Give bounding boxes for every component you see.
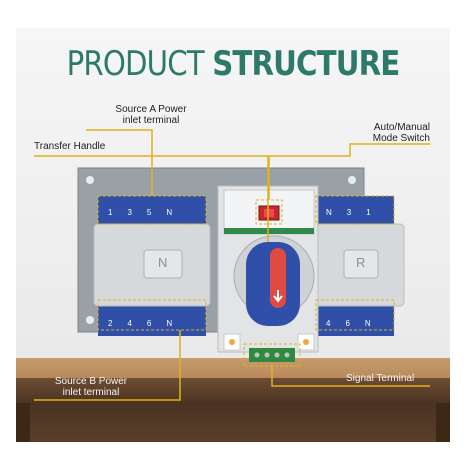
table-leg-right	[436, 403, 450, 442]
page-title: PRODUCT STRUCTURE	[46, 44, 419, 84]
top-right-terminals: N31	[326, 208, 386, 217]
device-illustration	[34, 129, 430, 401]
label-auto-manual: Auto/Manual Mode Switch	[372, 122, 430, 144]
leader-source-b	[34, 330, 181, 401]
product-card: PRODUCT STRUCTURE	[16, 28, 450, 442]
highlight-source-b	[97, 299, 207, 331]
table-front	[16, 378, 450, 442]
controller-green-strip	[224, 228, 314, 234]
right-cover-badge	[343, 249, 379, 279]
highlight-source-a-right	[315, 195, 395, 225]
terminal-screw-icon	[264, 352, 270, 358]
label-source-b: Source B Power inlet terminal	[54, 376, 128, 398]
indicator-lamp-icon	[229, 339, 235, 345]
label-signal-terminal: Signal Terminal	[346, 373, 415, 384]
bottom-left-terminals: 246N	[108, 319, 188, 328]
highlight-source-a	[97, 195, 207, 225]
left-cover-letter: N	[158, 255, 168, 270]
leader-source-a	[86, 129, 153, 196]
bottom-right-terminals: 46N	[326, 319, 386, 328]
right-cover-letter: R	[356, 255, 366, 270]
label-source-a: Source A Power inlet terminal	[115, 104, 187, 126]
leader-transfer-handle	[34, 155, 269, 242]
title-bold: STRUCTURE	[212, 44, 400, 84]
signal-terminal-block	[249, 348, 295, 362]
table-leg-left	[16, 403, 30, 442]
transfer-handle-grip	[270, 248, 286, 308]
leader-signal-terminal	[271, 366, 430, 387]
highlight-source-b-right	[315, 299, 395, 331]
terminal-screw-icon	[284, 352, 290, 358]
terminal-screw-icon	[274, 352, 280, 358]
terminal-screw-icon	[254, 352, 260, 358]
mounting-hole-icon	[86, 176, 94, 184]
arrow-down-icon	[273, 290, 283, 303]
title-light: PRODUCT	[66, 44, 213, 84]
leader-mode-switch	[269, 143, 430, 157]
indicator-lamp-icon	[303, 339, 309, 345]
table-top	[16, 358, 450, 378]
left-cover-badge	[143, 249, 183, 279]
top-left-terminals: 135N	[108, 208, 188, 217]
mounting-hole-icon	[348, 176, 356, 184]
mode-switch-rocker	[264, 209, 274, 217]
mounting-hole-icon	[86, 316, 94, 324]
label-transfer-handle: Transfer Handle	[34, 141, 106, 152]
